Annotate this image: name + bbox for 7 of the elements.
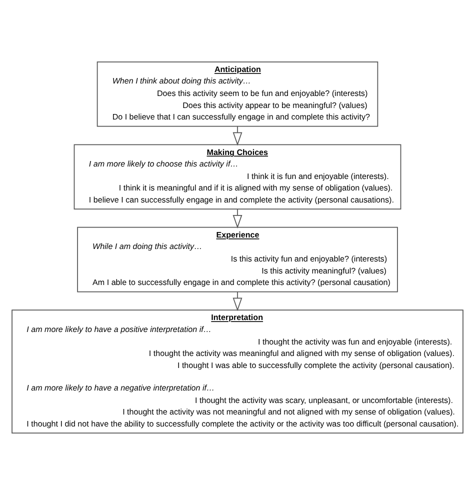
arrow [232, 208, 242, 228]
node-box: Making Choices I am more likely to choose this activity if… I think it is fun and enjoyable (interests). I think it is meaningful and if it is aligned with my sense of obligation (values). I believe I can successfully engage in and complete the activity (personal causations). [73, 144, 401, 210]
node-box: Anticipation When I think about doing this activity… Does this activity seem to be fun and enjoyable? (interests) Does this activity appear to be meaningful? (values) Do I believe that I can successfully engage in and complete this activity? [96, 62, 378, 127]
arrow [232, 126, 242, 146]
node-box: Experience While I am doing this activity… Is this activity fun and enjoyable? (interests) Is this activity meaningful? (values) Am I able to successfully engage in and complete this activity? (personal causation) [76, 226, 398, 292]
node-box: Interpretation I am more likely to have a positive interpretation if… I thought the activity was fun and enjoyable (interests). I thought the activity was meaningful and aligned with my sense of obligation (values). I thought I was able to successfully complete the activity (personal causation). I am more likely to have a negative interpretation if… I thought the activity was scary, unpleasant, or uncomfortable (interests). I thought the activity was not meaningful and not aligned with my sense of obligation (values). I thought I did not have the ability to successfully complete the activity or the activity was too difficult (personal causation). [11, 310, 463, 434]
arrow [232, 292, 242, 312]
